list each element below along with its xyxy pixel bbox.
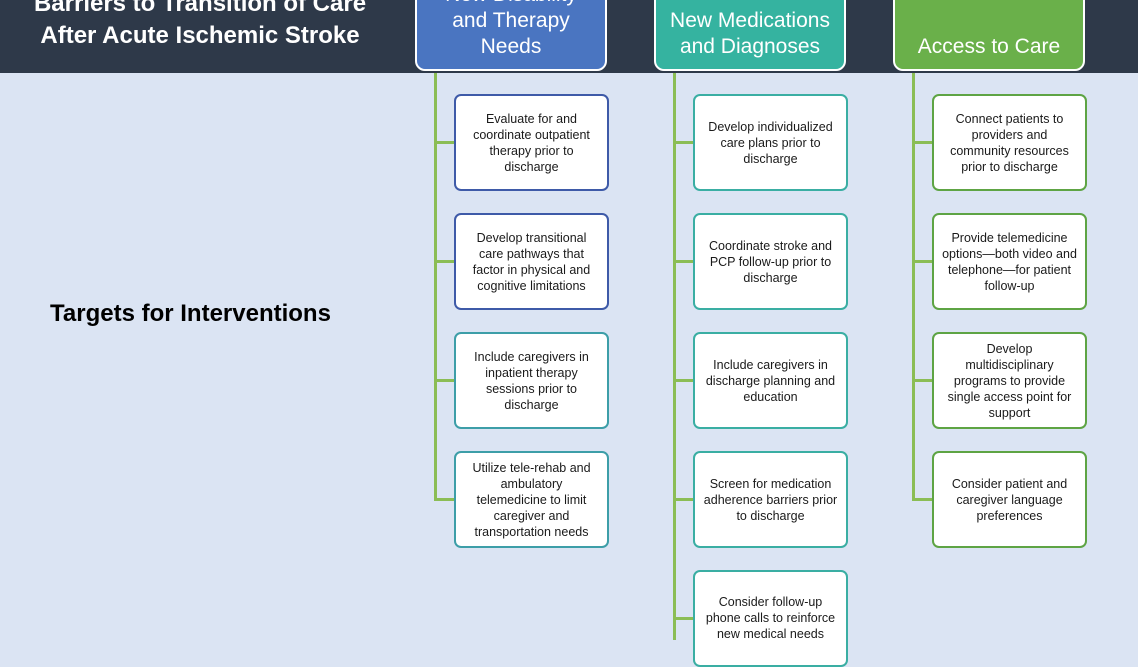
side-label: Targets for Interventions [50, 300, 331, 327]
connector-line [434, 73, 437, 501]
connector-line [673, 260, 693, 263]
connector-line [912, 379, 932, 382]
intervention-card: Evaluate for and coordinate outpatient t… [454, 94, 609, 191]
intervention-card: Consider follow-up phone calls to reinfo… [693, 570, 848, 667]
intervention-card: Develop multidisciplinary programs to pr… [932, 332, 1087, 429]
intervention-card: Develop individualized care plans prior … [693, 94, 848, 191]
intervention-card: Include caregivers in inpatient therapy … [454, 332, 609, 429]
intervention-card: Provide telemedicine options—both video … [932, 213, 1087, 310]
connector-line [673, 141, 693, 144]
connector-line [434, 141, 454, 144]
connector-line [434, 498, 454, 501]
diagram-title: Barriers to Transition of Care After Acu… [33, 0, 367, 49]
column-header-access: Access to Care [893, 0, 1085, 71]
connector-line [673, 498, 693, 501]
intervention-card: Screen for medication adherence barriers… [693, 451, 848, 548]
column-header-medications: New Medications and Diagnoses [654, 0, 846, 71]
intervention-card: Develop transitional care pathways that … [454, 213, 609, 310]
intervention-card: Include caregivers in discharge planning… [693, 332, 848, 429]
column-header-disability: New Disability and Therapy Needs [415, 0, 607, 71]
intervention-card: Coordinate stroke and PCP follow-up prio… [693, 213, 848, 310]
connector-line [912, 260, 932, 263]
connector-line [673, 73, 676, 640]
connector-line [434, 379, 454, 382]
connector-line [912, 73, 915, 501]
intervention-card: Connect patients to providers and commun… [932, 94, 1087, 191]
connector-line [912, 498, 932, 501]
intervention-card: Consider patient and caregiver language … [932, 451, 1087, 548]
connector-line [673, 617, 693, 620]
intervention-card: Utilize tele-rehab and ambulatory teleme… [454, 451, 609, 548]
connector-line [434, 260, 454, 263]
connector-line [673, 379, 693, 382]
connector-line [912, 141, 932, 144]
